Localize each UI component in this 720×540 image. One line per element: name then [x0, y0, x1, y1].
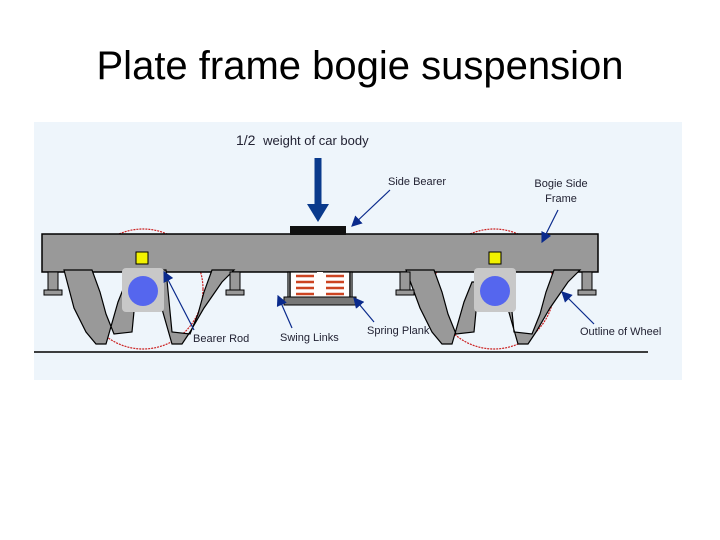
side-bearer-pad [290, 226, 346, 235]
outline-of-wheel-label: Outline of Wheel [580, 326, 661, 338]
side-bearer-label: Side Bearer [388, 176, 446, 188]
load-label-rest: weight of car body [262, 133, 369, 148]
right-axle [480, 276, 510, 306]
bogie-side-frame-beam [41, 233, 599, 273]
bogie-side-frame-label-line2: Frame [545, 193, 577, 205]
right-bearer-block [488, 251, 502, 265]
load-label: 1/2 weight of car body [236, 132, 369, 148]
bogie-side-frame-label-line1: Bogie Side [534, 178, 587, 190]
bogie-diagram-svg: 1/2 weight of car body Side Bearer Bogie… [34, 132, 661, 353]
left-wheel-outline [82, 228, 204, 350]
frame-hangers [43, 271, 597, 296]
slide-title: Plate frame bogie suspension [96, 44, 624, 88]
right-plate-frame [405, 269, 582, 345]
spring-plank [283, 296, 357, 306]
spring-plank-label: Spring Plank [367, 325, 430, 337]
spring-assembly [283, 271, 357, 306]
load-label-fraction: 1/2 [236, 132, 256, 148]
bogie-diagram: 1/2 weight of car body Side Bearer Bogie… [34, 122, 682, 380]
left-bearer-block [135, 251, 149, 265]
left-axle [128, 276, 158, 306]
bearer-rod-label: Bearer Rod [193, 333, 249, 345]
left-plate-frame [63, 269, 236, 345]
load-arrow-head [307, 204, 329, 222]
swing-links-label: Swing Links [280, 332, 339, 344]
pointer-lines [163, 189, 595, 331]
